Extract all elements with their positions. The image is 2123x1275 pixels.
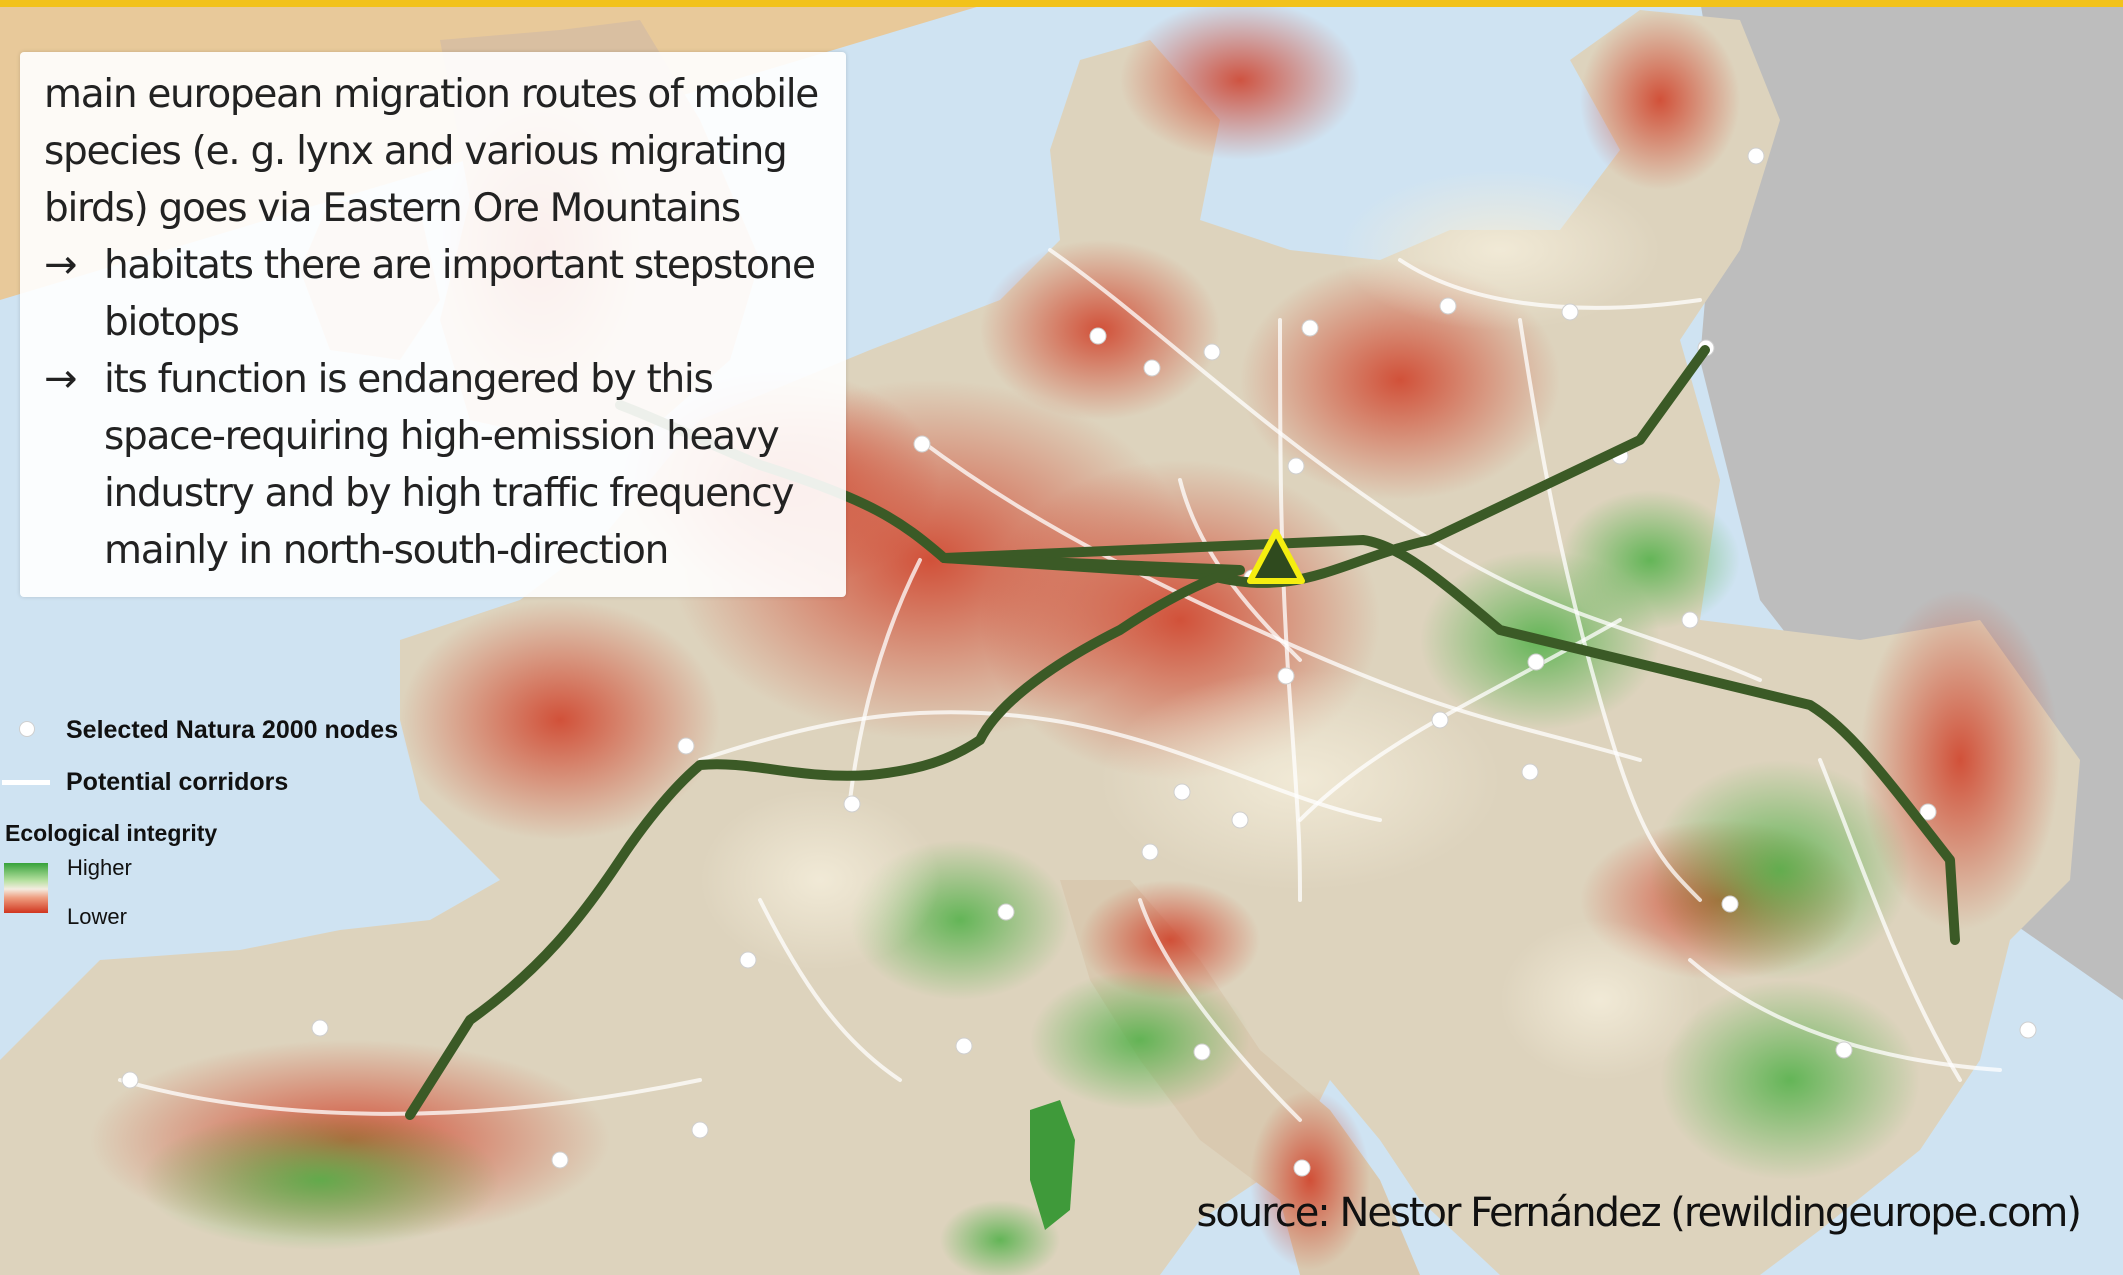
route-to-poland [939,345,1710,588]
node-circle-icon [1721,895,1739,913]
node-circle-icon [1089,327,1107,345]
info-point-2: → its function is endangered by this spa… [44,351,824,579]
natura-2000-nodes [121,147,2037,1177]
node-circle-icon [691,1121,709,1139]
node-circle-icon [955,1037,973,1055]
node-circle-icon [1173,783,1191,801]
node-circle-icon [1681,611,1699,629]
node-circle-icon [677,737,695,755]
node-circle-icon [1521,763,1539,781]
legend-corridors-label: Potential corridors [66,768,289,796]
info-point-1: → habitats there are important stepstone… [44,237,824,351]
node-circle-icon [1835,1041,1853,1059]
node-circle-icon [1143,359,1161,377]
node-circle-icon [1301,319,1319,337]
node-circle-icon [739,951,757,969]
node-circle-icon [1287,457,1305,475]
legend-integrity-heading: Ecological integrity [5,820,218,846]
node-circle-icon [1141,843,1159,861]
node-circle-icon [551,1151,569,1169]
node-circle-icon [997,903,1015,921]
node-circle-icon [311,1019,329,1037]
node-circle-icon [843,795,861,813]
node-circle-icon [1561,303,1579,321]
node-circle-icon [19,721,35,737]
top-accent-bar [0,0,2123,7]
info-point-text: habitats there are important stepstone b… [104,243,816,345]
legend-higher-label: Higher [67,855,132,880]
triangle-marker-icon [1247,529,1305,584]
legend-lower-label: Lower [67,904,127,929]
node-circle-icon [913,435,931,453]
node-circle-icon [1293,1159,1311,1177]
arrow-right-icon: → [44,242,78,288]
node-circle-icon [1203,343,1221,361]
node-circle-icon [1431,711,1449,729]
legend-nodes-label: Selected Natura 2000 nodes [66,716,399,744]
integrity-gradient-swatch [4,863,48,913]
info-intro: main european migration routes of mobile… [44,72,819,231]
node-circle-icon [1919,803,1937,821]
route-to-spain [405,553,1245,1120]
corridor-line-icon [2,780,50,785]
node-circle-icon [1277,667,1295,685]
arrow-right-icon: → [44,356,78,402]
node-circle-icon [2019,1021,2037,1039]
info-box: main european migration routes of mobile… [20,52,846,597]
node-circle-icon [1747,147,1765,165]
route-to-romania [939,535,1960,945]
node-circle-icon [1231,811,1249,829]
node-circle-icon [121,1071,139,1089]
potential-corridors [118,248,2002,1122]
node-circle-icon [1193,1043,1211,1061]
source-credit: source: Nestor Fernández (rewildingeurop… [1196,1190,2082,1236]
info-point-text: its function is endangered by this space… [104,357,794,573]
node-circle-icon [1527,653,1545,671]
node-circle-icon [1439,297,1457,315]
